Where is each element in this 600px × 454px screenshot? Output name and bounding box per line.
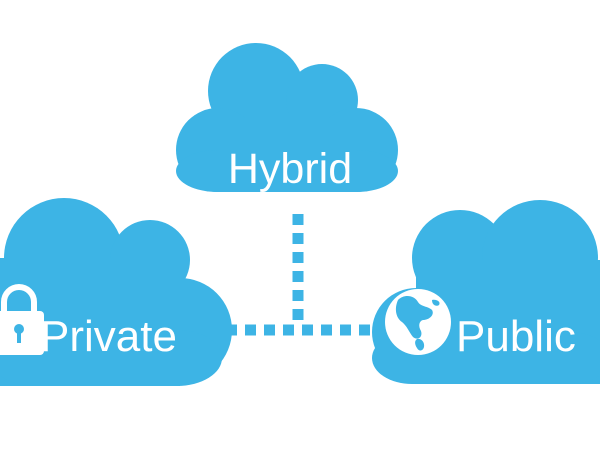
hybrid-cloud: Hybrid	[176, 43, 398, 193]
hybrid-label: Hybrid	[228, 145, 352, 193]
public-cloud: Public	[372, 200, 600, 384]
hybrid-cloud-shape	[176, 43, 398, 192]
public-label: Public	[456, 312, 576, 361]
padlock-icon	[0, 284, 44, 355]
private-label: Private	[40, 312, 177, 361]
private-cloud: Private	[0, 198, 232, 386]
globe-icon	[385, 289, 451, 355]
